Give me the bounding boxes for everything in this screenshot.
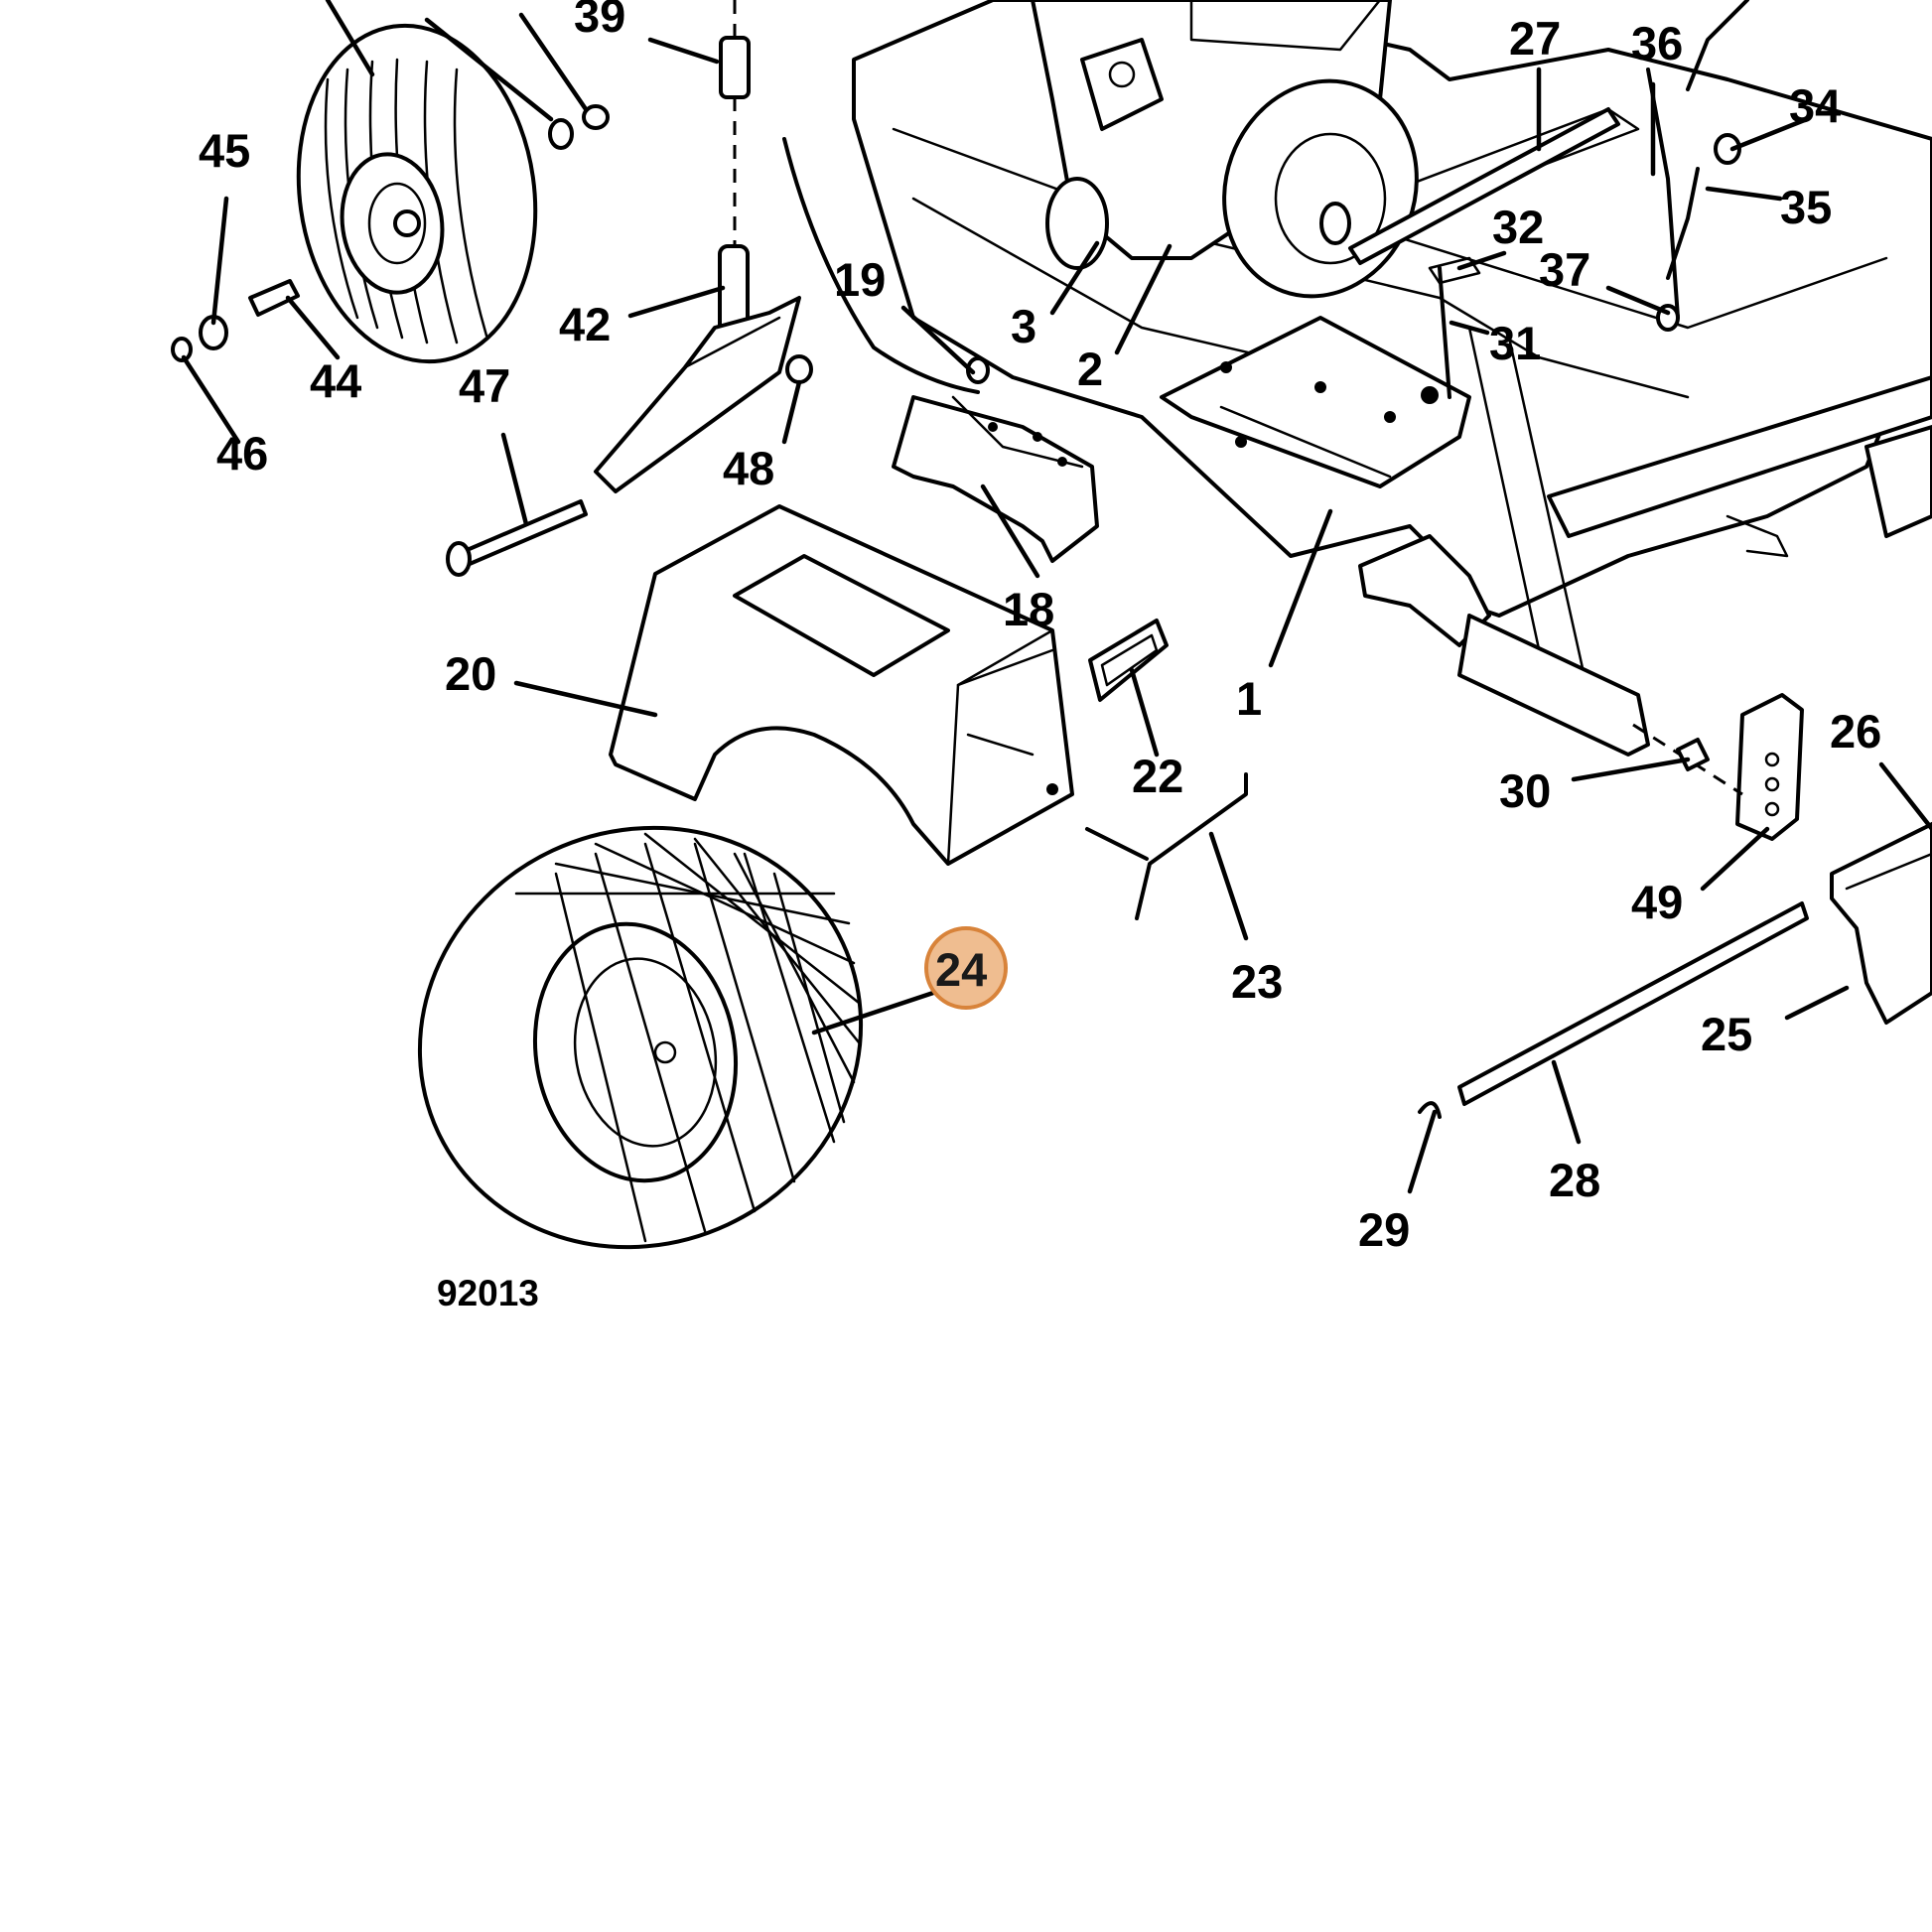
front-axle-hardware [171, 104, 610, 362]
figure-number: 92013 [437, 1273, 539, 1313]
callout-32[interactable]: 32 [1492, 201, 1544, 253]
callout-34[interactable]: 34 [1789, 79, 1841, 132]
callout-49[interactable]: 49 [1631, 876, 1683, 928]
linkage [1348, 0, 1749, 399]
callout-47[interactable]: 47 [459, 359, 510, 412]
rear-tire[interactable] [350, 756, 930, 1318]
callout-30[interactable]: 30 [1499, 764, 1551, 817]
spindle-assembly [446, 0, 813, 577]
front-wheel[interactable] [277, 10, 556, 377]
rear-hitch-parts [1418, 693, 1932, 1119]
callout-27[interactable]: 27 [1509, 12, 1561, 65]
callout-20[interactable]: 20 [445, 647, 496, 700]
callout-3[interactable]: 3 [1011, 300, 1036, 352]
highlight-marker [924, 926, 1008, 1010]
callout-2[interactable]: 2 [1077, 343, 1103, 395]
callout-36[interactable]: 36 [1631, 17, 1683, 69]
seat-bracket [782, 137, 1099, 563]
callout-26[interactable]: 26 [1830, 705, 1881, 758]
callout-44[interactable]: 44 [310, 354, 361, 407]
callout-29[interactable]: 29 [1358, 1203, 1410, 1256]
callout-1[interactable]: 1 [1236, 672, 1262, 725]
callout-24[interactable]: 24 [935, 943, 987, 996]
callout-37[interactable]: 37 [1539, 243, 1590, 296]
callout-28[interactable]: 28 [1549, 1154, 1600, 1206]
clip [1088, 619, 1169, 702]
callout-labels: 39 45 44 46 47 42 48 19 3 2 18 20 22 1 2… [199, 0, 1881, 1313]
callout-19[interactable]: 19 [834, 253, 886, 306]
callout-31[interactable]: 31 [1489, 317, 1541, 369]
rod [1085, 772, 1248, 920]
callout-45[interactable]: 45 [199, 124, 250, 177]
callout-18[interactable]: 18 [1003, 583, 1054, 635]
fender[interactable] [609, 504, 1074, 866]
callout-22[interactable]: 22 [1132, 750, 1183, 802]
callout-42[interactable]: 42 [559, 298, 611, 350]
leader-lines [181, 0, 1932, 1194]
callout-48[interactable]: 48 [723, 442, 774, 494]
callout-46[interactable]: 46 [216, 427, 268, 480]
callout-25[interactable]: 25 [1701, 1008, 1752, 1060]
callout-23[interactable]: 23 [1231, 955, 1283, 1008]
callout-39[interactable]: 39 [574, 0, 625, 42]
callout-35[interactable]: 35 [1780, 181, 1832, 233]
tire-tread [514, 832, 861, 1243]
